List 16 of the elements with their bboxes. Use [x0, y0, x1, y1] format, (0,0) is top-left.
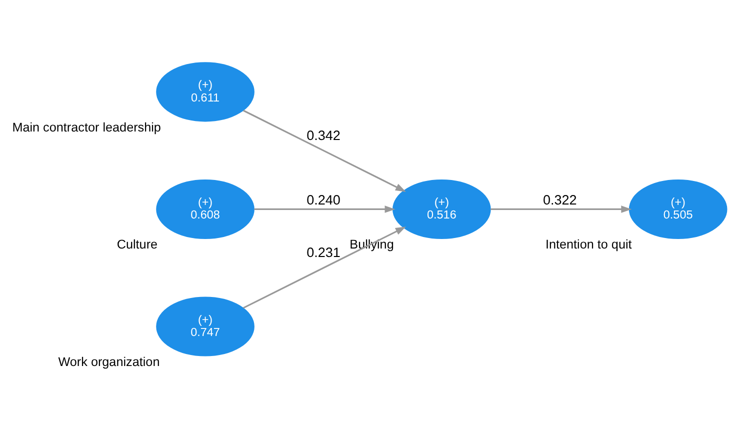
node-ellipse: (+) 0.608	[156, 179, 254, 239]
node-label: Culture	[116, 238, 158, 252]
node-label: Intention to quit	[545, 238, 632, 252]
arrow	[490, 206, 632, 213]
edge-label: 0.322	[542, 192, 577, 208]
node-ellipse: (+) 0.505	[628, 179, 728, 239]
arrow	[243, 110, 406, 192]
node-ellipse: (+) 0.611	[156, 62, 254, 122]
node-label: Work organization	[58, 354, 160, 369]
edge-label: 0.231	[306, 245, 340, 260]
node-label: Main contractor leadership	[12, 120, 161, 134]
arrow	[243, 226, 406, 309]
edge-label: 0.240	[306, 192, 340, 208]
edge-label: 0.342	[306, 128, 340, 143]
node-ellipse: (+) 0.747	[156, 296, 254, 356]
arrow	[254, 206, 396, 213]
